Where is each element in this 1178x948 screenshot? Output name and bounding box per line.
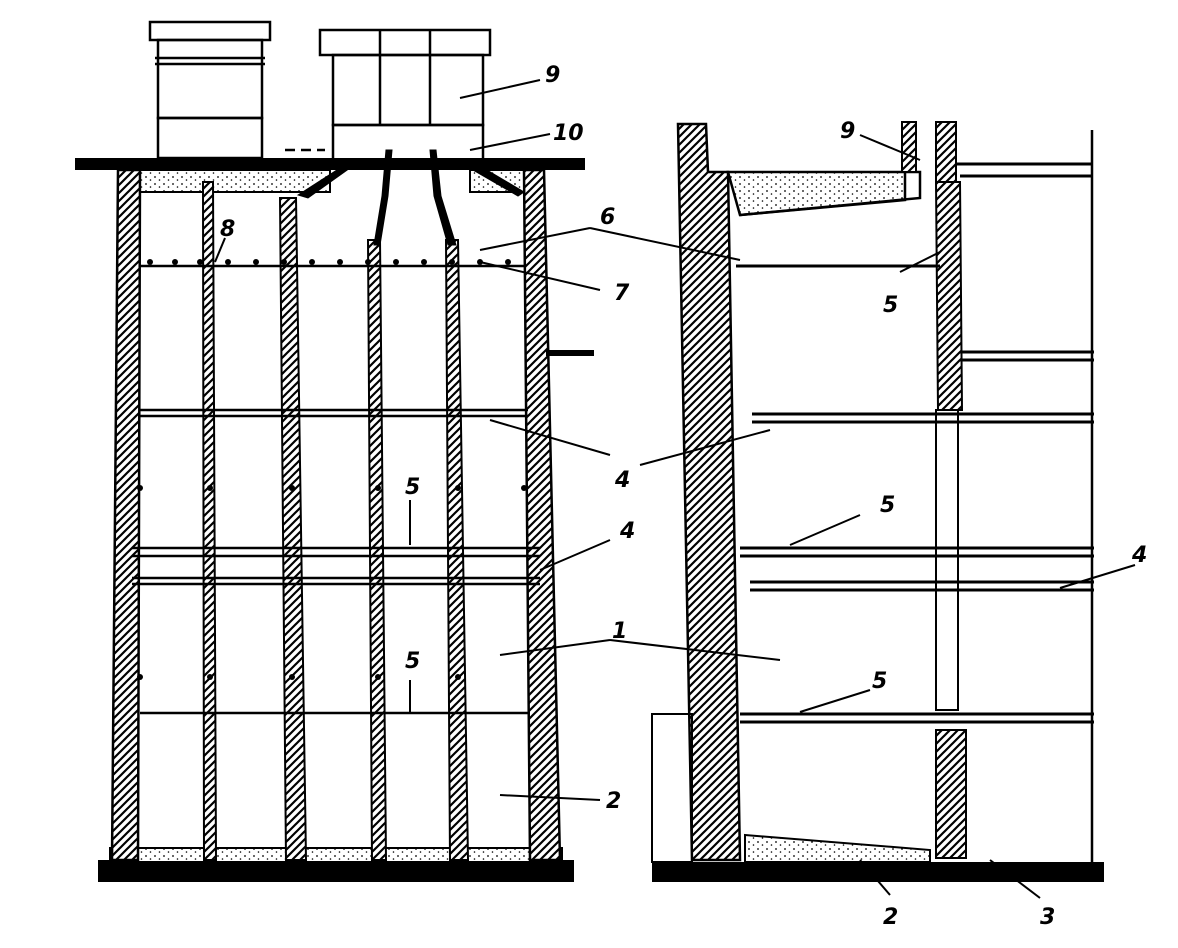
label-4-left: 4 [619,519,635,544]
left-chimney [148,20,272,160]
left-foundation-slab [98,860,574,882]
silo-wall-a [201,181,218,861]
label-5-upper-right: 5 [883,293,898,318]
left-elevation-section [75,20,594,882]
figure-labels: 9 10 9 8 6 7 5 4 5 5 4 4 1 5 5 2 2 3 [220,63,1147,930]
hopper-inner-left [373,149,393,246]
label-2-left: 2 [606,789,621,814]
leader-lines [214,79,1136,899]
left-outer-wall [110,168,142,862]
label-8: 8 [220,217,235,242]
right-foundation-slab [652,862,1104,882]
label-7: 7 [614,281,630,306]
label-10: 10 [553,121,584,146]
label-9-left: 9 [545,63,560,88]
label-5-left-low: 5 [405,649,420,674]
silo-wall-b [278,197,308,861]
right-outer-wall [522,168,562,862]
label-4-right: 4 [1131,543,1147,568]
label-5-right-low: 5 [872,669,887,694]
label-5-left-mid: 5 [405,475,420,500]
label-3: 3 [1040,905,1055,930]
silo-wall-c [366,239,388,861]
right-column-wall [934,181,964,411]
side-bracket [546,350,594,356]
label-4-upper: 4 [614,468,630,493]
right-floor-lines [736,264,1094,724]
hopper-right [465,159,525,197]
inclined-floor [744,833,931,863]
label-1: 1 [612,619,627,644]
label-6: 6 [600,205,615,230]
right-cross-section [651,121,1104,882]
bolt-row-mid [137,485,527,680]
left-floor-lines [132,264,540,715]
label-9-right: 9 [840,119,855,144]
left-roof-slab [75,158,585,170]
center-chimney [285,28,492,162]
silo-wall-d [444,239,470,861]
main-section-wall [676,122,742,862]
hopper-inner-right [429,149,457,246]
label-2-right: 2 [883,905,898,930]
hopper-left [296,167,352,199]
label-5-right-mid: 5 [880,493,895,518]
